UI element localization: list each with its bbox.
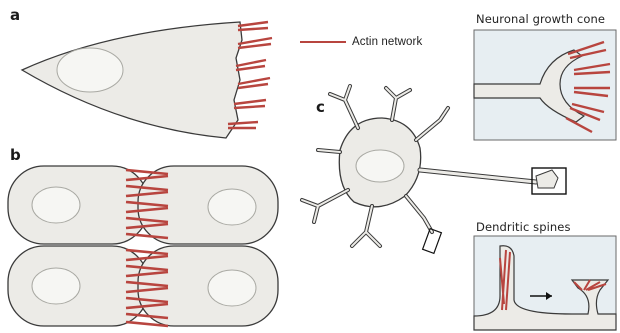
panel-label-c: c [316,98,325,116]
panel-label-b: b [10,146,21,164]
panel-a-cell [22,22,272,138]
growth-cone-inset [474,30,616,140]
legend-actin-swatch [300,41,346,43]
spines-inset [474,236,616,330]
panel-c-growth-cone-small [536,170,558,188]
panel-label-a: a [10,6,20,24]
legend: Actin network [300,36,422,48]
legend-actin-label: Actin network [352,36,422,48]
spines-title: Dendritic spines [476,220,571,234]
panel-a-nucleus [57,48,123,92]
panel-b-cells [8,166,278,326]
growth-cone-title: Neuronal growth cone [476,12,605,26]
